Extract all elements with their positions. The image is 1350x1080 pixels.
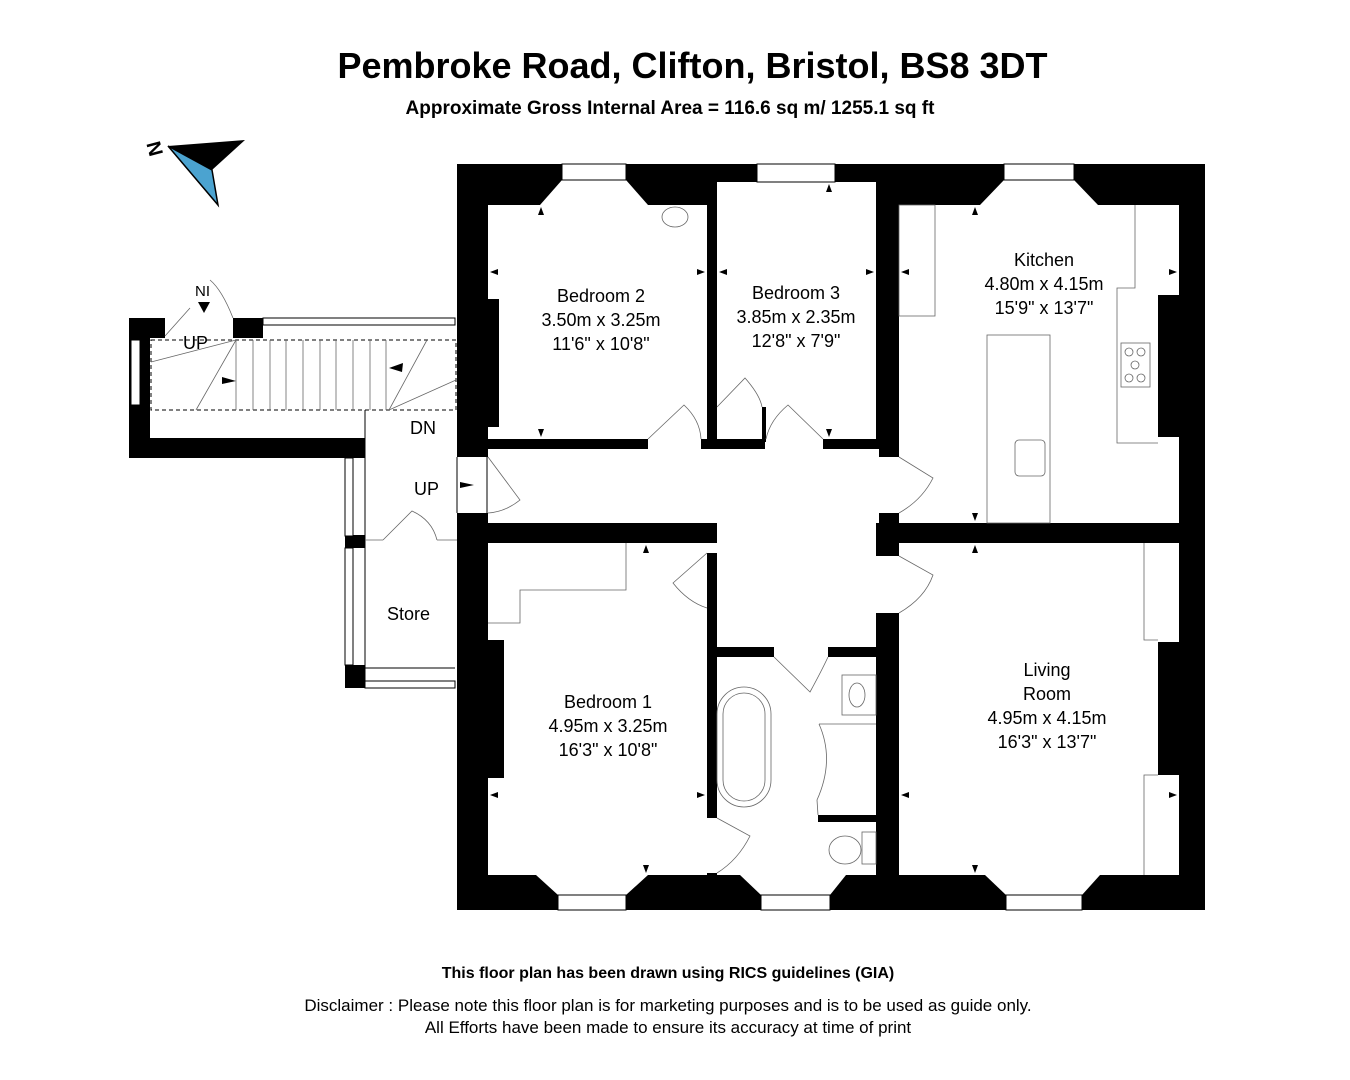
svg-text:16'3" x 13'7": 16'3" x 13'7"	[998, 732, 1097, 752]
outer-walls	[457, 164, 1205, 910]
door-swings	[487, 377, 934, 874]
svg-text:4.80m x 4.15m: 4.80m x 4.15m	[984, 274, 1103, 294]
stair-hall: NI UP DN	[129, 279, 457, 458]
svg-text:Kitchen: Kitchen	[1014, 250, 1074, 270]
store-up-label: UP	[414, 479, 439, 499]
svg-text:4.95m x 3.25m: 4.95m x 3.25m	[548, 716, 667, 736]
stairs-up-label: UP	[183, 333, 208, 353]
room-living-room: Living Room 4.95m x 4.15m 16'3" x 13'7"	[987, 660, 1106, 752]
north-arrow-icon: N	[141, 139, 245, 208]
basin-bedroom2-icon	[661, 206, 689, 228]
toilet-icon	[828, 835, 862, 865]
store-area: UP Store	[344, 410, 474, 689]
hob-icon	[1120, 342, 1151, 388]
gross-internal-area: Approximate Gross Internal Area = 116.6 …	[405, 98, 935, 119]
entrance-label: NI	[195, 283, 210, 300]
disclaimer-line-2: All Efforts have been made to ensure its…	[424, 1018, 912, 1037]
svg-text:15'9" x 13'7": 15'9" x 13'7"	[995, 298, 1094, 318]
sink-icon	[1014, 439, 1046, 477]
bathtub-icon	[716, 686, 772, 808]
svg-text:Living: Living	[1023, 660, 1070, 680]
svg-text:16'3" x 10'8": 16'3" x 10'8"	[559, 740, 658, 760]
entrance-arrow-icon	[198, 302, 210, 313]
svg-text:11'6" x 10'8": 11'6" x 10'8"	[552, 334, 649, 354]
compass-label: N	[141, 139, 166, 159]
bathroom-fittings	[488, 206, 1158, 875]
svg-text:Bedroom 3: Bedroom 3	[752, 283, 840, 303]
svg-text:12'8" x 7'9": 12'8" x 7'9"	[752, 331, 841, 351]
store-label: Store	[387, 604, 430, 624]
svg-text:Bedroom 2: Bedroom 2	[557, 286, 645, 306]
svg-text:4.95m x 4.15m: 4.95m x 4.15m	[987, 708, 1106, 728]
rics-note: This floor plan has been drawn using RIC…	[441, 965, 895, 982]
room-bedroom-3: Bedroom 3 3.85m x 2.35m 12'8" x 7'9"	[736, 283, 855, 351]
disclaimer-line-1: Disclaimer : Please note this floor plan…	[304, 996, 1032, 1015]
room-bedroom-1: Bedroom 1 4.95m x 3.25m 16'3" x 10'8"	[548, 692, 667, 760]
svg-text:3.85m x 2.35m: 3.85m x 2.35m	[736, 307, 855, 327]
svg-text:3.50m x 3.25m: 3.50m x 3.25m	[541, 310, 660, 330]
room-bedroom-2: Bedroom 2 3.50m x 3.25m 11'6" x 10'8"	[541, 286, 660, 354]
room-kitchen: Kitchen 4.80m x 4.15m 15'9" x 13'7"	[984, 250, 1103, 318]
dimension-markers	[490, 184, 1177, 873]
svg-text:Bedroom 1: Bedroom 1	[564, 692, 652, 712]
basin-icon	[848, 682, 866, 708]
windows	[456, 163, 1083, 911]
page-title: Pembroke Road, Clifton, Bristol, BS8 3DT	[337, 45, 1048, 86]
svg-text:Room: Room	[1023, 684, 1071, 704]
kitchen-fittings	[898, 204, 1158, 524]
stairs-down-label: DN	[410, 418, 436, 438]
